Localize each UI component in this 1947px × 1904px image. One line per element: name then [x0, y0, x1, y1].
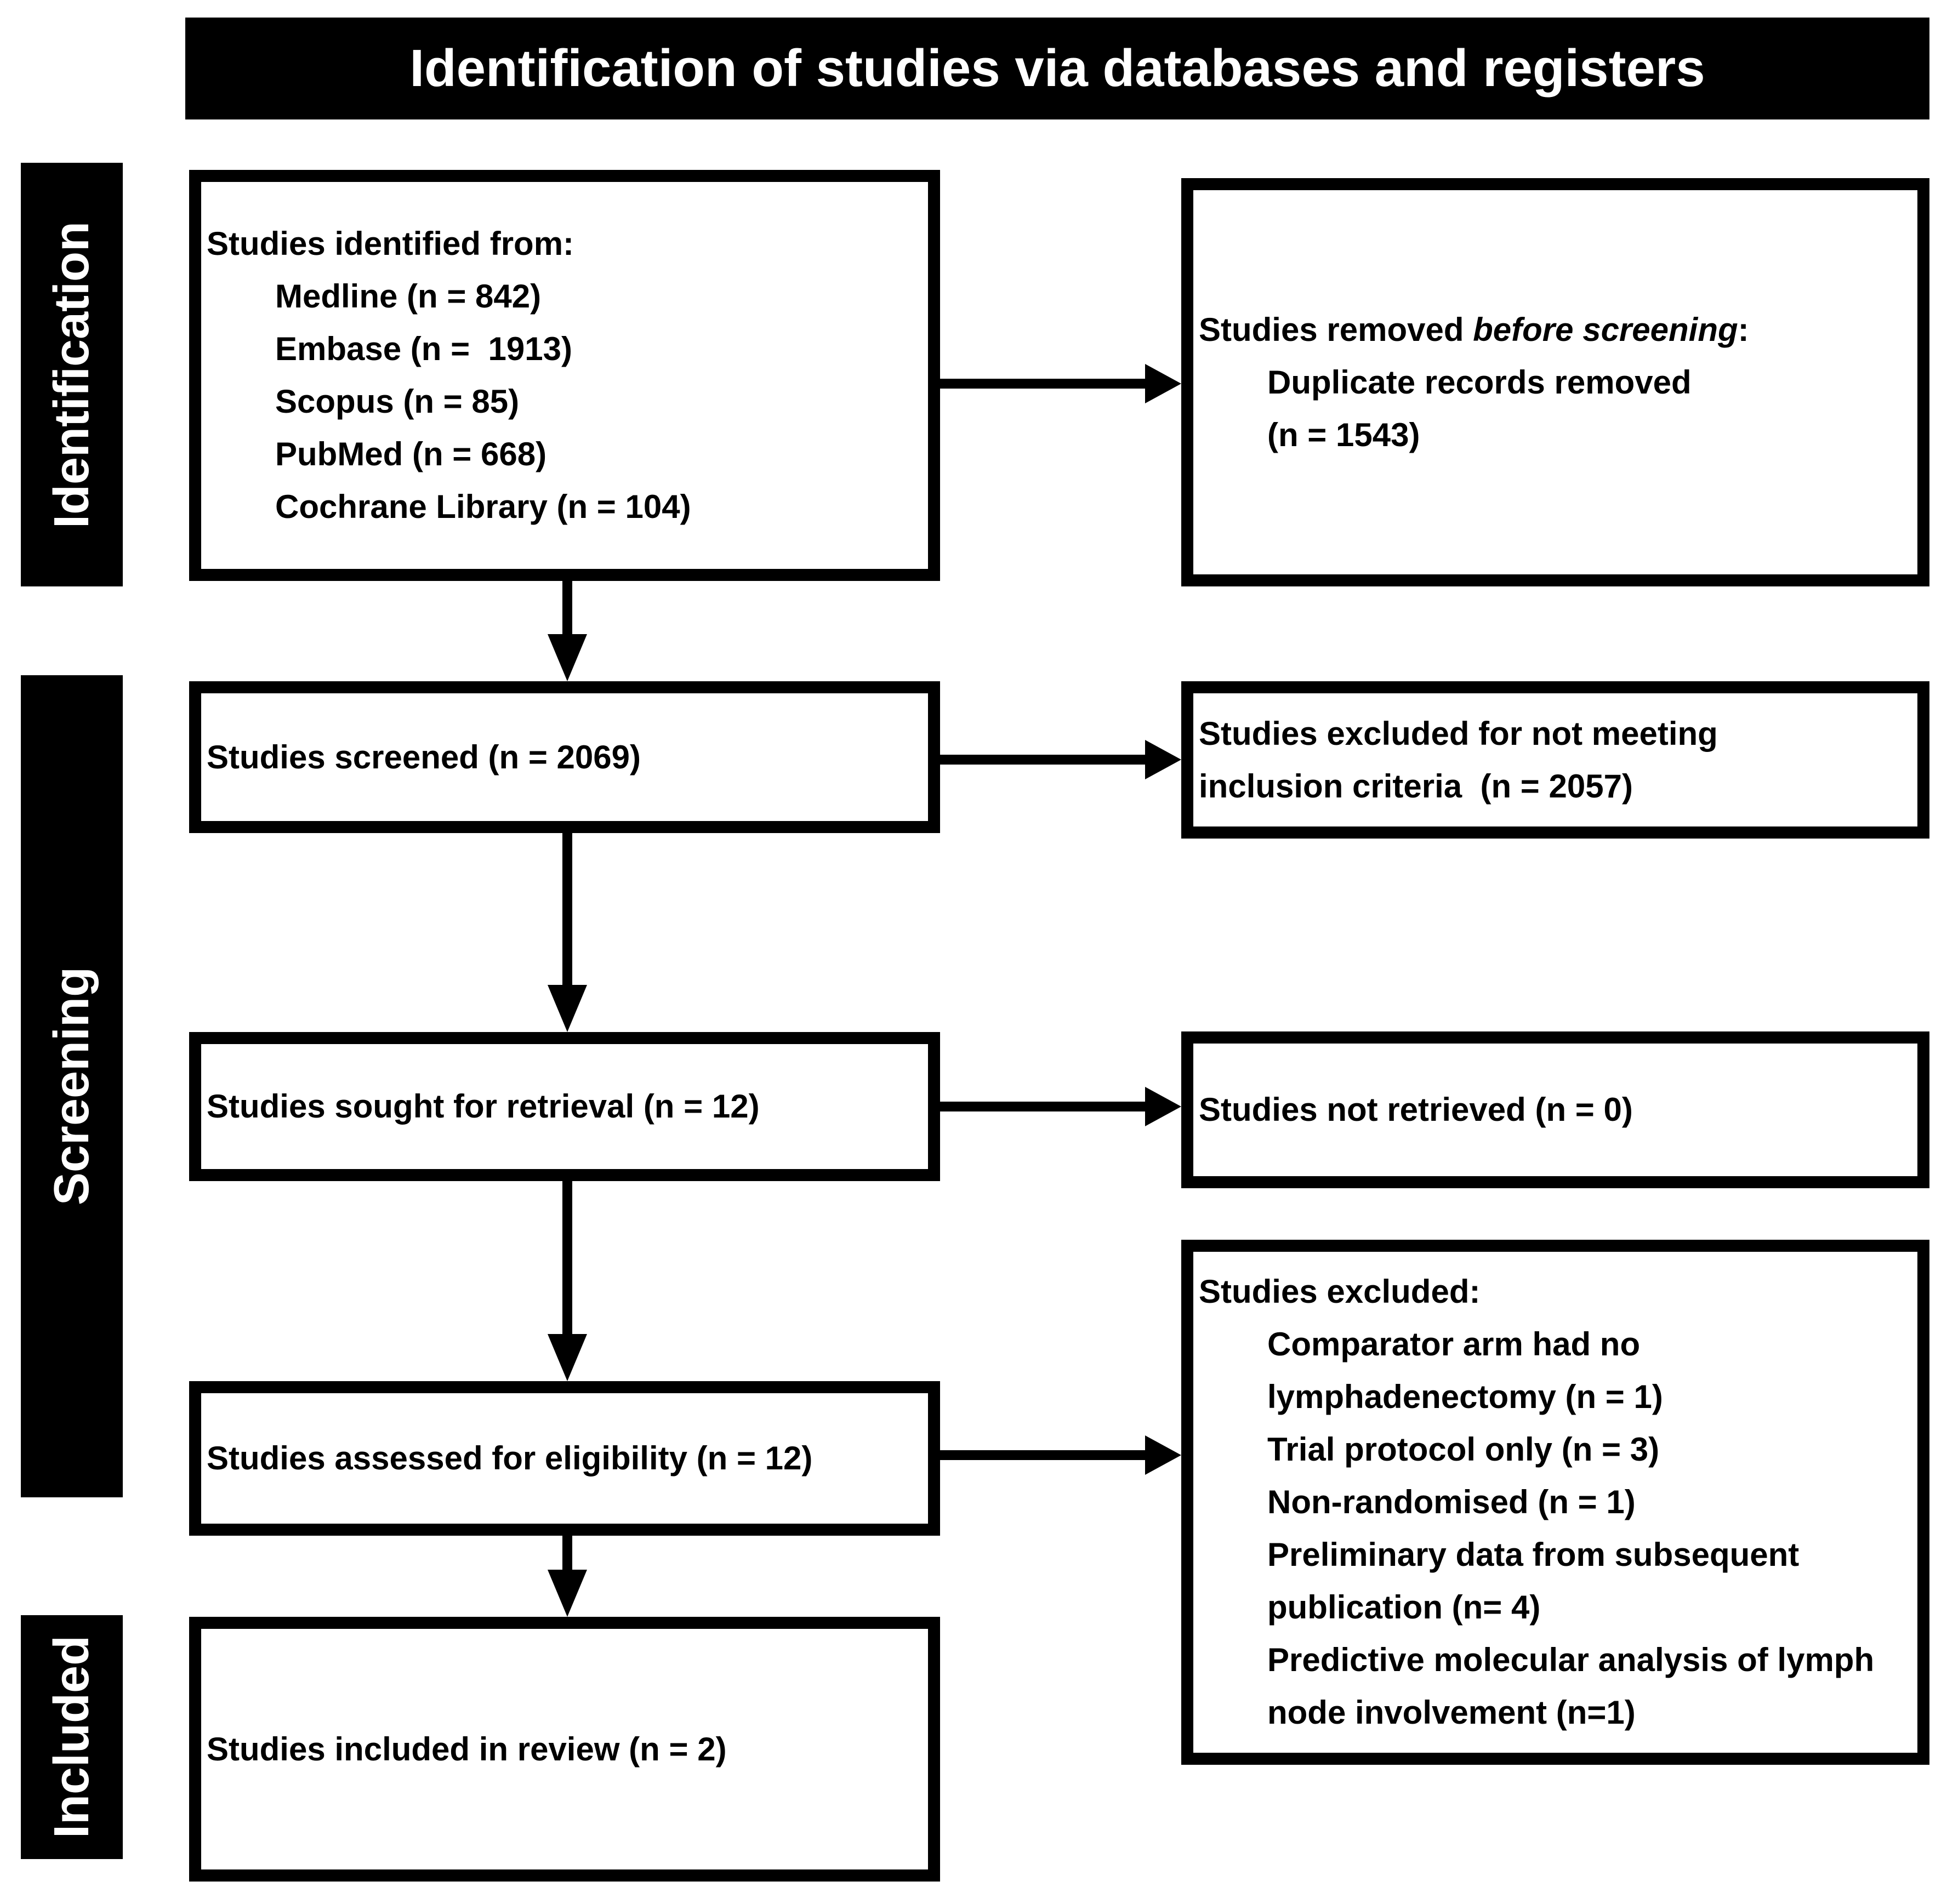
arrow-shaft	[940, 1102, 1145, 1111]
box-studies-included-in-review: Studies included in review (n = 2)	[189, 1617, 940, 1882]
reason-item: Predictive molecular analysis of lymph n…	[1267, 1641, 1883, 1731]
box-studies-sought-for-retrieval: Studies sought for retrieval (n = 12)	[189, 1032, 940, 1181]
source-item: Cochrane Library (n = 104)	[275, 488, 691, 525]
box-studies-not-retrieved: Studies not retrieved (n = 0)	[1181, 1031, 1929, 1188]
arrow-head	[1145, 1435, 1181, 1475]
intro-emphasis: before screening	[1473, 311, 1738, 348]
reason-item: Comparator arm had no lymphadenectomy (n…	[1267, 1326, 1663, 1415]
box-text: Studies sought for retrieval (n = 12)	[207, 1088, 760, 1125]
stage-label-screening: Screening	[21, 675, 123, 1497]
title-text: Identification of studies via databases …	[409, 39, 1705, 98]
arrow-head	[1145, 364, 1181, 403]
box-studies-identified: Studies identified from: Medline (n = 84…	[189, 170, 940, 581]
title-bar: Identification of studies via databases …	[185, 18, 1929, 119]
arrow-shaft	[940, 1450, 1145, 1460]
arrow-shaft	[940, 755, 1145, 765]
arrow-head	[548, 1334, 587, 1381]
stage-label-text: Included	[44, 1635, 99, 1839]
arrow-head	[1145, 740, 1181, 779]
arrow-head	[548, 634, 587, 681]
box-studies-excluded-not-meeting-criteria: Studies excluded for not meeting inclusi…	[1181, 681, 1929, 839]
box-text-line: Studies excluded for not meeting	[1199, 715, 1718, 752]
reason-item: (n = 1543)	[1267, 416, 1420, 453]
reason-item: Preliminary data from subsequent publica…	[1267, 1536, 1808, 1626]
intro-prefix: Studies removed	[1199, 311, 1473, 348]
box-intro: Studies removed before screening:	[1199, 304, 1913, 356]
reason-item: Non-randomised (n = 1)	[1267, 1484, 1636, 1520]
arrow-shaft	[562, 581, 572, 634]
arrow-shaft	[562, 833, 572, 985]
box-studies-excluded-after-eligibility: Studies excluded: Comparator arm had no …	[1181, 1240, 1929, 1765]
box-text: Studies not retrieved (n = 0)	[1199, 1091, 1633, 1128]
box-text: Studies included in review (n = 2)	[207, 1730, 727, 1768]
box-text: Studies screened (n = 2069)	[207, 738, 641, 776]
box-studies-screened: Studies screened (n = 2069)	[189, 681, 940, 833]
intro-suffix: :	[1738, 311, 1749, 348]
source-item: Medline (n = 842)	[275, 278, 542, 315]
source-item: PubMed (n = 668)	[275, 436, 547, 472]
reason-item: Trial protocol only (n = 3)	[1267, 1431, 1660, 1468]
box-studies-removed-before-screening: Studies removed before screening: Duplic…	[1181, 178, 1929, 586]
source-item: Scopus (n = 85)	[275, 383, 520, 420]
arrow-shaft	[562, 1536, 572, 1570]
stage-label-text: Identification	[44, 221, 99, 528]
arrow-head	[548, 985, 587, 1032]
arrow-head	[548, 1570, 587, 1617]
arrow-head	[1145, 1087, 1181, 1126]
reason-item: Duplicate records removed	[1267, 363, 1692, 401]
stage-label-text: Screening	[44, 967, 99, 1206]
arrow-shaft	[562, 1181, 572, 1334]
source-item: Embase (n = 1913)	[275, 330, 572, 367]
box-text-line: inclusion criteria (n = 2057)	[1199, 767, 1633, 805]
box-text: Studies assessed for eligibility (n = 12…	[207, 1440, 813, 1477]
arrow-shaft	[940, 379, 1145, 389]
box-intro: Studies identified from:	[207, 225, 574, 262]
box-studies-assessed-for-eligibility: Studies assessed for eligibility (n = 12…	[189, 1381, 940, 1536]
stage-label-included: Included	[21, 1615, 123, 1859]
stage-label-identification: Identification	[21, 163, 123, 586]
box-intro: Studies excluded:	[1199, 1273, 1481, 1310]
